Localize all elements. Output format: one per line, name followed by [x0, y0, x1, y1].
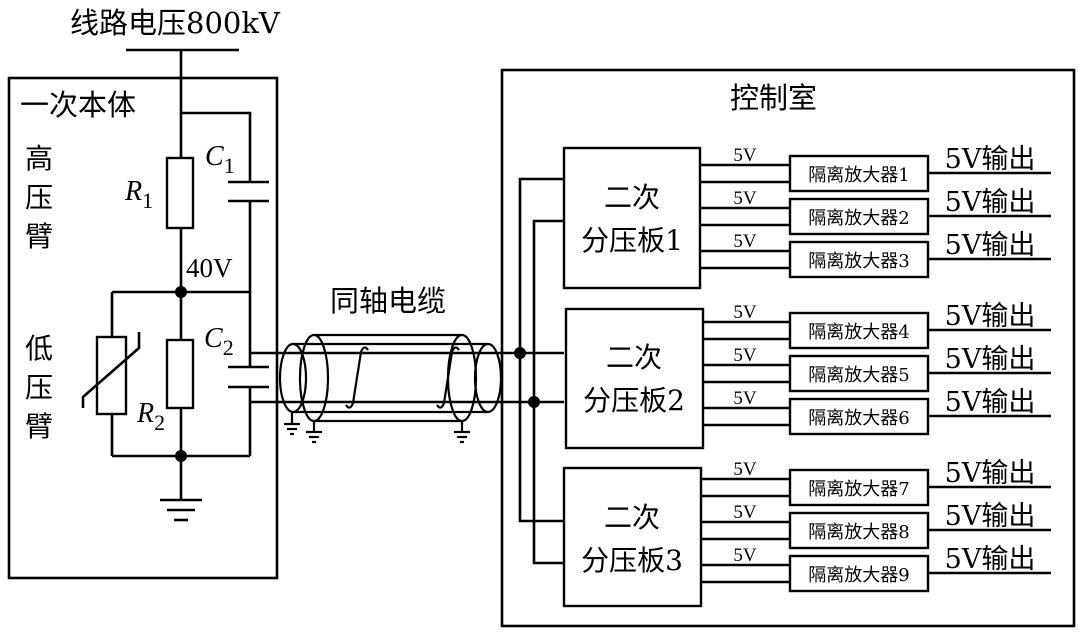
- r1-label: R1: [124, 176, 153, 213]
- amplifier-channel: 5V 隔离放大器2 5V输出: [700, 187, 1051, 236]
- channel-voltage-label: 5V: [733, 388, 757, 409]
- board-label-line1: 二次: [604, 501, 660, 534]
- channel-voltage-label: 5V: [733, 459, 757, 480]
- isolation-amplifier-box: [788, 311, 930, 350]
- channel-voltage-label: 5V: [733, 188, 757, 209]
- isolation-amplifier-box: [788, 397, 930, 436]
- resistor-r2: [165, 338, 195, 410]
- amplifier-channel: 5V 隔离放大器4 5V输出: [703, 301, 1051, 350]
- output-label: 5V输出: [945, 544, 1036, 575]
- output-label: 5V输出: [945, 458, 1036, 489]
- isolation-amplifier-label: 隔离放大器5: [808, 365, 909, 386]
- channel-voltage-label: 5V: [733, 345, 757, 366]
- board-label-line2: 分压板2: [583, 384, 685, 417]
- isolation-amplifier-label: 隔离放大器3: [808, 251, 909, 272]
- output-label: 5V输出: [945, 230, 1036, 261]
- junction-dot: [175, 286, 187, 298]
- low-arm-char: 压: [25, 371, 53, 404]
- secondary-divider-board-3: 二次 分压板3: [562, 466, 703, 608]
- resistor-r1: [165, 156, 195, 230]
- amplifier-channel: 5V 隔离放大器9 5V输出: [701, 544, 1051, 593]
- channel-voltage-label: 5V: [733, 502, 757, 523]
- isolation-amplifier-label: 隔离放大器1: [808, 165, 909, 186]
- junction-dot: [528, 396, 540, 408]
- ground-icon: [160, 498, 202, 522]
- isolation-amplifier-box: [788, 197, 930, 236]
- channel-voltage-label: 5V: [733, 145, 757, 166]
- distribution-bus-bottom: [532, 219, 564, 565]
- output-label: 5V输出: [945, 144, 1036, 175]
- board-label-line2: 分压板3: [581, 544, 683, 577]
- isolation-amplifier-box: [788, 154, 930, 193]
- high-arm-label: 高 压 臂: [25, 142, 53, 253]
- coaxial-cable-icon: [278, 333, 503, 423]
- channel-voltage-label: 5V: [733, 231, 757, 252]
- output-label: 5V输出: [945, 301, 1036, 332]
- cable-label: 同轴电缆: [330, 284, 446, 318]
- c1-label: C1: [205, 141, 235, 178]
- output-label: 5V输出: [945, 187, 1036, 218]
- output-label: 5V输出: [945, 501, 1036, 532]
- output-label: 5V输出: [945, 344, 1036, 375]
- ground-icon: [454, 421, 470, 444]
- ground-icon: [306, 421, 322, 444]
- c1-branch-top: [181, 111, 252, 182]
- board-label-line1: 二次: [604, 181, 660, 214]
- board-label-line1: 二次: [606, 341, 662, 374]
- line-voltage-label: 线路电压800kV: [70, 6, 281, 40]
- junction-dot: [514, 347, 526, 359]
- isolation-amplifier-label: 隔离放大器6: [808, 408, 909, 429]
- amplifier-channel: 5V 隔离放大器5 5V输出: [703, 344, 1051, 393]
- isolation-amplifier-label: 隔离放大器7: [808, 479, 909, 500]
- isolation-amplifier-box: [788, 240, 930, 279]
- amplifier-channel: 5V 隔离放大器7 5V输出: [701, 458, 1051, 507]
- channel-voltage-label: 5V: [733, 302, 757, 323]
- high-arm-char: 臂: [25, 220, 53, 253]
- amplifier-channels: 5V 隔离放大器1 5V输出 5V 隔离放大器2 5V输出 5V 隔离放大器3 5V输出 5V 隔离…: [700, 144, 1051, 593]
- control-room-box: [500, 68, 1076, 628]
- c2-label: C2: [204, 323, 234, 360]
- primary-body-box: [7, 76, 279, 580]
- low-arm-char: 臂: [25, 410, 53, 443]
- varistor: [95, 335, 128, 416]
- node-voltage-label: 40V: [186, 253, 233, 283]
- secondary-divider-board-2: 二次 分压板2: [564, 307, 705, 450]
- control-room-title: 控制室: [730, 81, 817, 115]
- low-arm-char: 低: [25, 332, 53, 365]
- secondary-divider-board-1: 二次 分压板1: [562, 146, 702, 290]
- r2-label: R2: [136, 398, 165, 435]
- high-arm-char: 压: [25, 181, 53, 214]
- isolation-amplifier-label: 隔离放大器8: [808, 522, 909, 543]
- isolation-amplifier-label: 隔离放大器4: [808, 322, 909, 343]
- primary-body-title: 一次本体: [20, 88, 136, 122]
- low-arm-label: 低 压 臂: [25, 332, 53, 443]
- amplifier-channel: 5V 隔离放大器1 5V输出: [700, 144, 1051, 193]
- amplifier-channel: 5V 隔离放大器3 5V输出: [700, 230, 1051, 279]
- output-label: 5V输出: [945, 387, 1036, 418]
- amplifier-channel: 5V 隔离放大器6 5V输出: [703, 387, 1051, 436]
- varistor-nonlinear-mark: [81, 332, 141, 408]
- board-label-line2: 分压板1: [581, 224, 683, 257]
- isolation-amplifier-label: 隔离放大器2: [808, 208, 909, 229]
- ground-icon: [284, 412, 300, 436]
- high-arm-char: 高: [25, 142, 53, 175]
- isolation-amplifier-label: 隔离放大器9: [808, 565, 909, 586]
- channel-voltage-label: 5V: [733, 545, 757, 566]
- distribution-bus-top: [518, 177, 564, 523]
- junction-dot: [175, 450, 187, 462]
- amplifier-channel: 5V 隔离放大器8 5V输出: [701, 501, 1051, 550]
